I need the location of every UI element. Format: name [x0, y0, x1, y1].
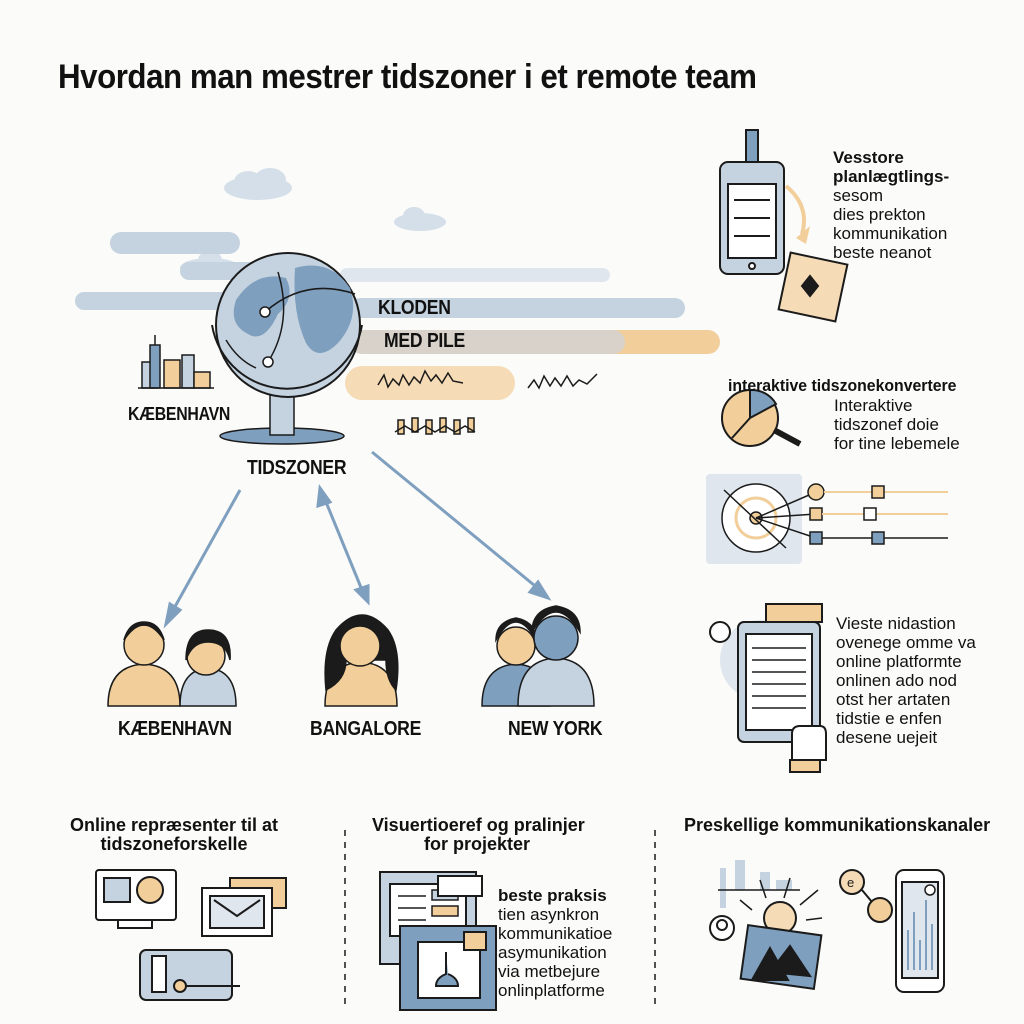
magnifier-clock-icon: [721, 388, 802, 447]
tablet-line: tidstie e enfen: [836, 709, 942, 728]
tablet-line: online platformte: [836, 652, 962, 671]
city-label-left: KÆBENHAVN: [128, 404, 231, 424]
people-label-2: BANGALORE: [310, 718, 422, 740]
converter-line: for tine lebemele: [834, 434, 960, 453]
tablet-line: desene uejeit: [836, 728, 938, 747]
person-bangalore: [324, 614, 399, 707]
svg-text:e: e: [847, 875, 854, 890]
best-practice-heading: beste praksis: [498, 886, 607, 905]
page-title: Hvordan man mestrer tidszoner i et remot…: [58, 58, 757, 96]
tablet-line: otst her artaten: [836, 690, 951, 709]
tablet-icon: [709, 603, 827, 773]
globe-label-2: MED PILE: [384, 330, 466, 352]
phone-card-line: sesom: [833, 186, 884, 205]
bottom-col3-title: Preskellige kommunikationskanaler: [684, 815, 991, 835]
tablet-line: ovenege omme va: [836, 633, 976, 652]
phone-card-line: beste neanot: [833, 243, 932, 262]
phone-card-heading-1: Vesstore: [833, 148, 904, 167]
converter-text: Interaktive tidszonef doie for tine lebe…: [834, 396, 960, 453]
bottom-col1-title-1: Online repræsenter til at: [70, 815, 279, 835]
globe-label-1: KLODEN: [378, 297, 451, 319]
converter-line: tidszonef doie: [834, 415, 939, 434]
people-group-3: [481, 605, 595, 707]
phone-card-heading-2: planlægtlings-: [833, 167, 950, 186]
globe-icon: [211, 252, 363, 445]
best-practice-text: beste praksis tien asynkron kommunikatio…: [498, 886, 612, 1000]
tidszoner-label: TIDSZONER: [247, 457, 347, 479]
bottom-col1-title-2: tidszoneforskelle: [100, 834, 248, 854]
people-group-1: [107, 621, 237, 707]
phone-card-line: kommunikation: [833, 224, 948, 243]
documents-icon: [379, 871, 497, 1011]
tablet-line: onlinen ado nod: [836, 671, 958, 690]
phone-card-text: Vesstore planlægtlings- sesom dies prekt…: [833, 148, 949, 262]
people-label-3: NEW YORK: [508, 718, 603, 740]
best-practice-line: onlinplatforme: [498, 981, 605, 1000]
city-skyline-icon: [138, 335, 214, 389]
best-practice-line: via metbejure: [498, 962, 601, 981]
people-label-1: KÆBENHAVN: [118, 718, 232, 740]
converter-line: Interaktive: [834, 396, 913, 415]
channels-icon: e: [709, 860, 945, 993]
devices-icon: [95, 869, 287, 1001]
phone-icon: [719, 129, 849, 323]
bottom-col2-title: Visuertioeref og pralinjer for projekter: [372, 815, 585, 854]
best-practice-line: kommunikatioe: [498, 924, 613, 943]
best-practice-line: asymunikation: [498, 943, 607, 962]
bottom-col2-title-2: for projekter: [423, 834, 531, 854]
bottom-col2-title-1: Visuertioeref og pralinjer: [372, 815, 585, 835]
best-practice-line: tien asynkron: [498, 905, 600, 924]
converter-heading: interaktive tidszonekonvertere: [728, 376, 957, 395]
bottom-col1-title: Online repræsenter til at tidszoneforske…: [70, 816, 278, 854]
phone-card-line: dies prekton: [833, 205, 926, 224]
tablet-text: Vieste nidastion ovenege omme va online …: [836, 614, 976, 747]
timeline-converter-icon: [706, 474, 948, 564]
tablet-line: Vieste nidastion: [836, 614, 956, 633]
